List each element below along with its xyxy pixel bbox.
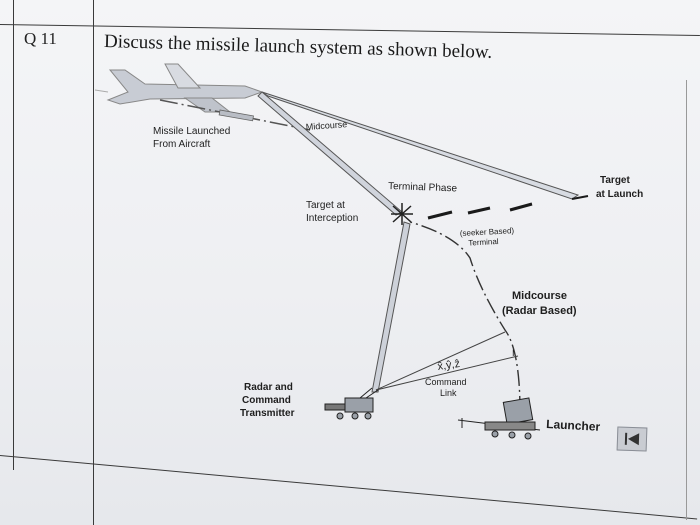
question-column-divider bbox=[93, 0, 94, 525]
left-border bbox=[13, 0, 14, 470]
radar-vehicle-icon bbox=[324, 387, 379, 420]
interception-burst-icon bbox=[391, 203, 413, 225]
label-midcourse-top: Midcourse bbox=[305, 119, 347, 132]
radar-beam bbox=[371, 221, 411, 393]
aircraft-icon bbox=[94, 63, 264, 113]
label-launcher: Launcher bbox=[546, 417, 601, 434]
terminal-phase-dashes bbox=[427, 195, 589, 220]
label-target-at-launch: Target at Launch bbox=[596, 175, 643, 200]
trajectory-marker: I bbox=[512, 348, 515, 358]
missile-trajectory bbox=[409, 221, 521, 413]
label-xyz: x̂,ŷ,ẑ bbox=[437, 358, 461, 373]
right-border bbox=[686, 80, 687, 520]
previous-slide-button[interactable] bbox=[616, 426, 648, 452]
label-seeker-terminal: (seeker Based) Terminal bbox=[460, 226, 517, 248]
question-number: Q 11 bbox=[24, 29, 57, 48]
beam-to-interception bbox=[257, 91, 403, 216]
missile-release-path bbox=[159, 99, 311, 131]
command-link-lines bbox=[375, 331, 519, 391]
label-target-at-interception: Target at Interception bbox=[306, 200, 358, 224]
label-radar-transmitter: Radar and Command Transmitter bbox=[240, 382, 296, 419]
label-terminal-phase: Terminal Phase bbox=[388, 181, 458, 194]
skip-back-icon bbox=[624, 432, 640, 446]
launcher-vehicle-icon bbox=[457, 397, 541, 440]
label-missile-launched: Missile Launched From Aircraft bbox=[153, 126, 233, 150]
label-midcourse-radar: Midcourse (Radar Based) bbox=[502, 290, 577, 317]
label-command-link: Command Link bbox=[425, 377, 469, 398]
